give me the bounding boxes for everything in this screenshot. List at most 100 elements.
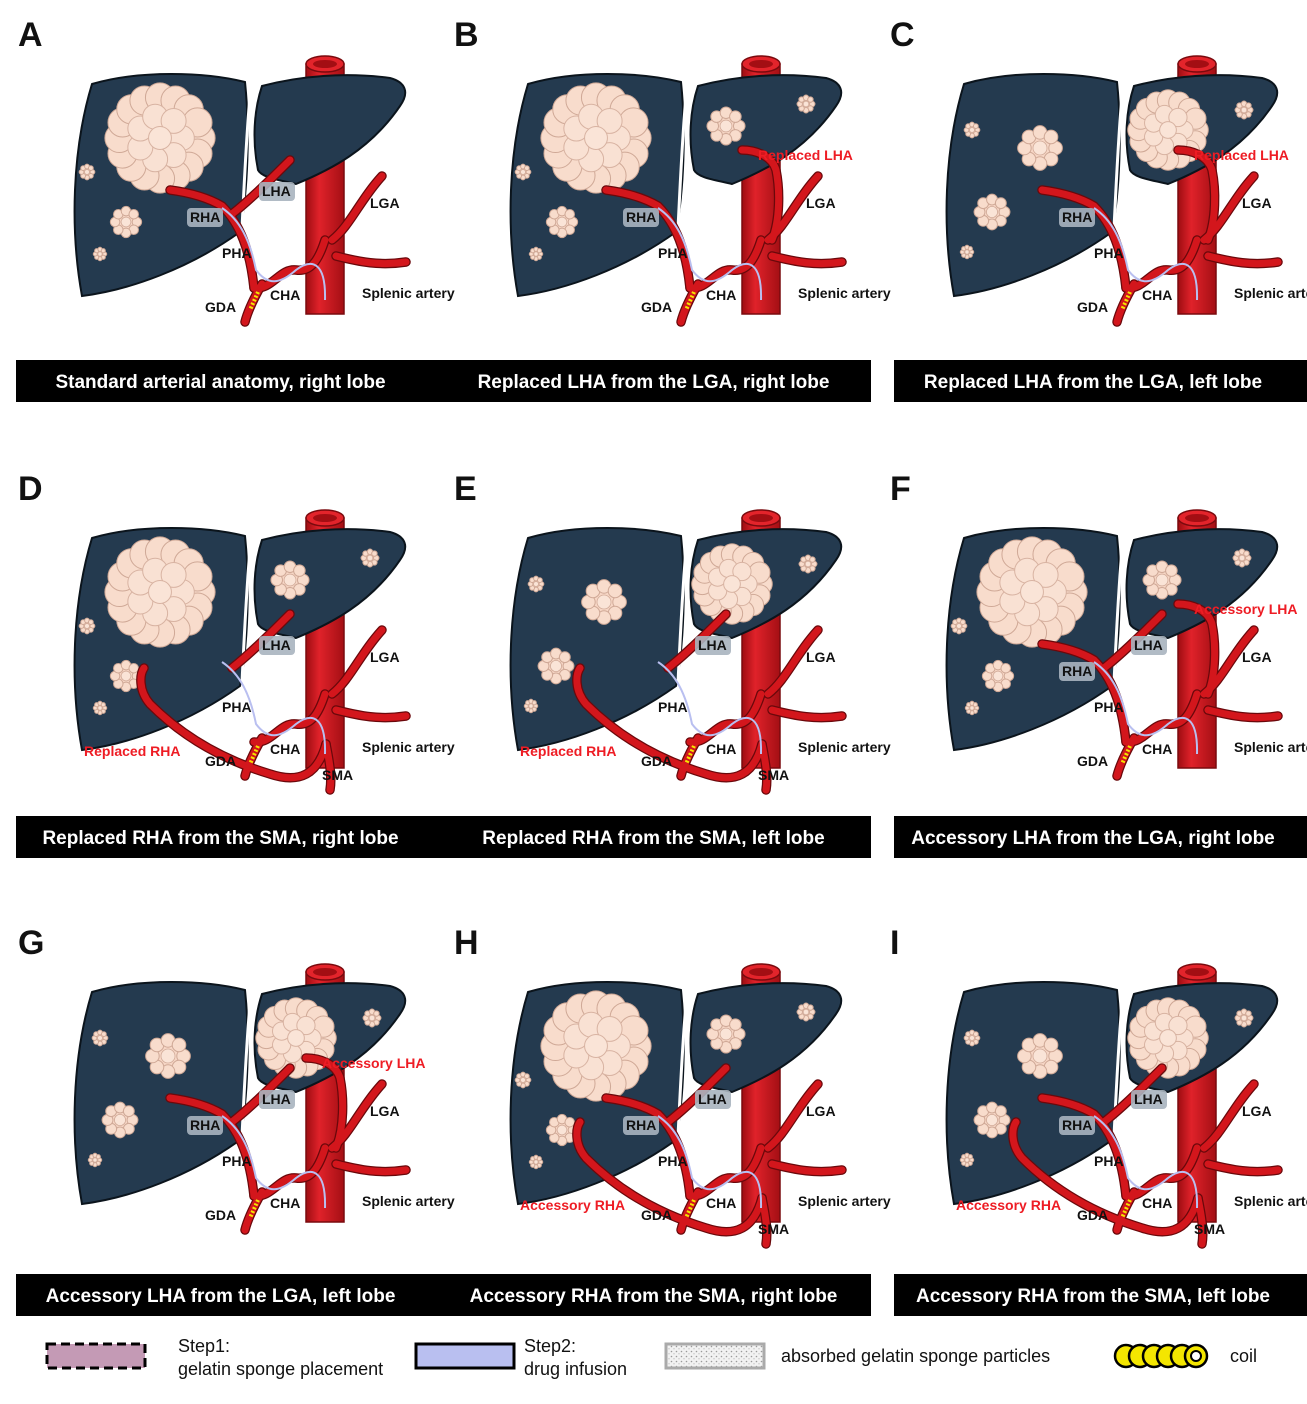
panel-b: BRHAPHAGDACHALGASplenic arteryReplaced L… [440,16,891,402]
tumor-nodule [965,701,978,714]
label-lha: LHA [698,1091,727,1107]
label-rha-tag: RHA [1059,1116,1095,1135]
panel-letter: C [890,16,915,54]
label-rha-tag: RHA [623,1116,659,1135]
label-lha-tag: LHA [1131,1090,1167,1109]
panel-letter: H [454,924,479,962]
tumor-nodule [529,247,542,260]
legend-step1-title: Step1: [178,1336,230,1356]
label-sma: SMA [758,767,789,783]
step1-swatch [47,1344,145,1368]
label-variant: Accessory RHA [520,1197,625,1213]
label-lga: LGA [1242,649,1272,665]
coil-icon [1115,1345,1207,1367]
label-rha: RHA [190,1117,220,1133]
label-lga: LGA [1242,1103,1272,1119]
tumor-nodule [146,1034,191,1079]
sponge-particles-swatch [666,1344,764,1368]
label-pha: PHA [658,245,688,261]
tumor-nodule [582,580,627,625]
caption-bar: Replaced RHA from the SMA, right lobe [16,816,441,858]
label-variant: Replaced LHA [758,147,853,163]
label-splenic-artery: Splenic artery [1234,1193,1307,1209]
tumor-nodule [363,1009,381,1027]
label-cha: CHA [1142,287,1172,303]
panel-caption: Accessory LHA from the LGA, left lobe [46,1286,396,1307]
tumor-nodule [707,107,745,145]
tumor-nodule [1235,101,1253,119]
label-pha: PHA [658,699,688,715]
tumor-nodule [102,1102,138,1138]
label-splenic-artery: Splenic artery [362,739,455,755]
legend-step2-desc: drug infusion [524,1359,627,1379]
step2-swatch [416,1344,514,1368]
tumor-nodule [88,1153,101,1166]
label-lha: LHA [262,637,291,653]
label-lha: LHA [262,183,291,199]
label-pha: PHA [222,1153,252,1169]
label-rha-tag: RHA [1059,208,1095,227]
panel-caption: Replaced RHA from the SMA, left lobe [482,828,824,849]
caption-bar: Accessory LHA from the LGA, left lobe [16,1274,441,1316]
label-variant: Replaced LHA [1194,147,1289,163]
label-variant: Replaced RHA [520,743,616,759]
label-rha: RHA [1062,663,1092,679]
label-variant: Accessory RHA [956,1197,1061,1213]
label-splenic-artery: Splenic artery [798,1193,891,1209]
tumor-large [541,991,651,1101]
label-lha-tag: LHA [259,182,295,201]
tumor-large [692,544,773,625]
tumor-nodule [546,206,577,237]
label-splenic-artery: Splenic artery [1234,739,1307,755]
tumor-nodule [799,555,817,573]
label-gda: GDA [641,299,672,315]
label-rha: RHA [1062,1117,1092,1133]
label-rha-tag: RHA [1059,662,1095,681]
label-gda: GDA [1077,753,1108,769]
tumor-nodule [92,1030,108,1046]
label-pha: PHA [222,245,252,261]
tumor-nodule [361,549,379,567]
label-splenic-artery: Splenic artery [362,1193,455,1209]
panel-caption: Accessory RHA from the SMA, right lobe [470,1286,838,1307]
tumor-large [1128,998,1209,1079]
label-variant: Accessory LHA [1194,601,1298,617]
panel-caption: Accessory LHA from the LGA, right lobe [911,828,1275,849]
label-lha: LHA [1134,1091,1163,1107]
label-cha: CHA [706,1195,736,1211]
tumor-nodule [964,1030,980,1046]
caption-bar: Accessory LHA from the LGA, right lobe [894,816,1307,858]
label-pha: PHA [222,699,252,715]
caption-bar: Replaced LHA from the LGA, right lobe [440,360,871,402]
label-pha: PHA [1094,1153,1124,1169]
panel-letter: A [18,16,43,54]
panel-letter: G [18,924,44,962]
label-variant: Accessory LHA [322,1055,426,1071]
label-gda: GDA [1077,1207,1108,1223]
label-cha: CHA [270,1195,300,1211]
label-cha: CHA [1142,1195,1172,1211]
label-variant: Replaced RHA [84,743,180,759]
panel-letter: D [18,470,43,508]
label-lga: LGA [806,649,836,665]
label-rha: RHA [190,209,220,225]
tumor-nodule [529,1155,542,1168]
panel-letter: F [890,470,911,508]
label-lha-tag: LHA [695,636,731,655]
label-lga: LGA [370,195,400,211]
tumor-nodule [1233,549,1251,567]
label-splenic-artery: Splenic artery [362,285,455,301]
label-lha: LHA [698,637,727,653]
label-gda: GDA [205,753,236,769]
label-gda: GDA [641,753,672,769]
legend: Step1: gelatin sponge placement Step2: d… [47,1336,1257,1379]
panel-i: ILHARHAPHAGDACHALGASplenic arterySMAAcce… [890,924,1307,1316]
label-lha: LHA [262,1091,291,1107]
tumor-large [105,83,215,193]
tumor-nodule [974,194,1010,230]
tumor-nodule [1143,561,1181,599]
label-lha: LHA [1134,637,1163,653]
tumor-nodule [797,95,815,113]
